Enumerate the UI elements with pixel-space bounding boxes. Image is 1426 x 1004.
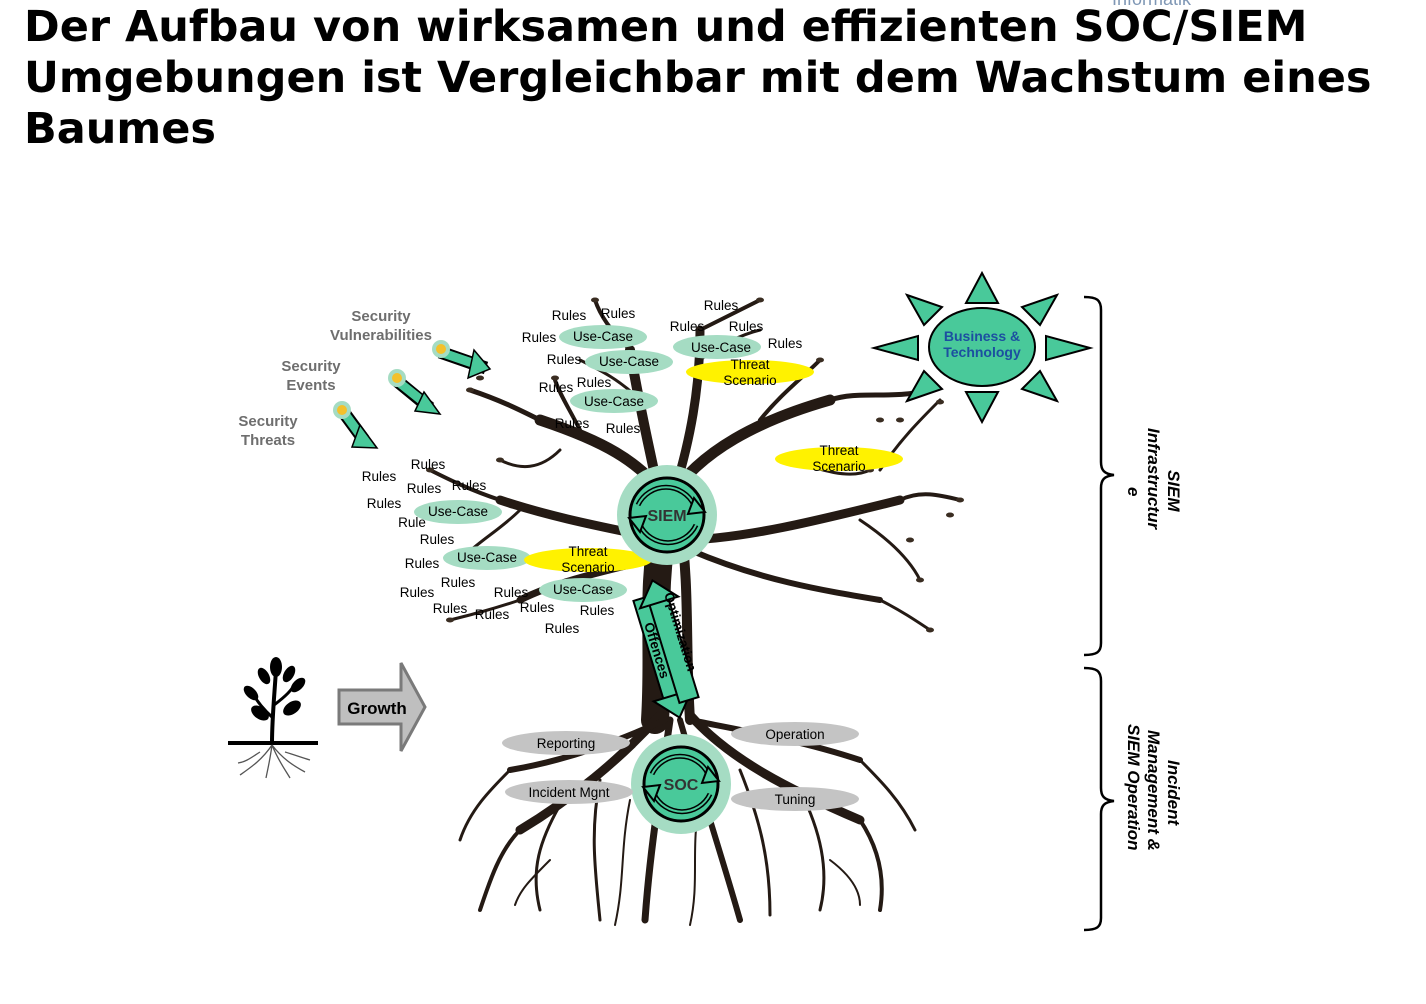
use-case-label: Use-Case — [691, 340, 751, 355]
rules-label: Rules — [441, 575, 476, 590]
rules-label: Rules — [522, 330, 557, 345]
input-label: Security — [351, 308, 411, 325]
soc-node: SOC — [631, 734, 731, 834]
threat-scenario-labels: Threat Scenario Threat Scenario Threat S… — [561, 357, 865, 575]
input-label: Threats — [241, 432, 295, 449]
rules-label: Rules — [411, 457, 446, 472]
sun-label: Business & — [944, 328, 1020, 344]
growth-arrow: Growth — [337, 662, 427, 752]
use-case-label: Use-Case — [599, 354, 659, 369]
rules-label: Rules — [729, 319, 764, 334]
use-case-label: Use-Case — [428, 504, 488, 519]
siem-node: SIEM — [617, 465, 717, 565]
rules-labels: Rules Rules Rules Rules Rules Rules Rule… — [362, 298, 803, 636]
threat-scenario-label: Threat — [730, 357, 769, 372]
rules-label: Rules — [420, 532, 455, 547]
input-arrows — [333, 340, 492, 449]
rules-label: Rules — [407, 481, 442, 496]
root-label: Operation — [765, 727, 824, 742]
rules-label: Rules — [577, 375, 612, 390]
use-case-label: Use-Case — [584, 394, 644, 409]
rules-label: Rules — [405, 556, 440, 571]
threat-scenario-label: Scenario — [723, 373, 776, 388]
bracket-label-siem: SIEM — [1164, 470, 1183, 512]
use-case-labels: Use-Case Use-Case Use-Case Use-Case Use-… — [428, 329, 751, 597]
growth-label: Growth — [347, 699, 407, 718]
rules-label: Rules — [433, 601, 468, 616]
soc-label: SOC — [664, 777, 699, 794]
bracket-label-incident: SIEM Operation — [1124, 724, 1143, 851]
root-label: Incident Mgnt — [528, 785, 609, 800]
rules-label: Rules — [520, 600, 555, 615]
bracket-label-incident: Incident — [1164, 760, 1183, 827]
rules-label: Rules — [580, 603, 615, 618]
rules-label: Rules — [452, 478, 487, 493]
input-label: Security — [238, 413, 298, 430]
siem-label: SIEM — [647, 508, 686, 525]
rules-label: Rules — [367, 496, 402, 511]
rules-label: Rules — [552, 308, 587, 323]
rules-label: Rules — [768, 336, 803, 351]
bracket-label-siem: Infrastructur — [1144, 428, 1163, 530]
rules-label: Rules — [547, 352, 582, 367]
threat-scenario-label: Threat — [568, 544, 607, 559]
rule-label: Rule — [398, 515, 426, 530]
use-case-label: Use-Case — [553, 582, 613, 597]
bracket-label-siem: e — [1124, 487, 1143, 496]
rules-label: Rules — [606, 421, 641, 436]
input-labels: Security Vulnerabilities Security Events… — [238, 308, 432, 449]
input-label: Security — [281, 358, 341, 375]
rules-label: Rules — [475, 607, 510, 622]
rules-label: Rules — [601, 306, 636, 321]
threat-scenario-label: Threat — [819, 443, 858, 458]
rules-label: Rules — [400, 585, 435, 600]
threat-scenario-label: Scenario — [812, 459, 865, 474]
right-brackets — [1083, 295, 1115, 932]
root-label: Reporting — [537, 736, 596, 751]
bracket-labels: SIEM Infrastructur e Incident Management… — [1124, 428, 1183, 851]
rules-label: Rules — [539, 380, 574, 395]
use-case-ovals — [414, 325, 761, 602]
root-labels: Reporting Operation Incident Mgnt Tuning — [528, 727, 824, 807]
use-case-label: Use-Case — [457, 550, 517, 565]
rules-label: Rules — [494, 585, 529, 600]
input-label: Events — [286, 377, 335, 394]
sun-label: Technology — [943, 344, 1021, 360]
rules-label: Rules — [545, 621, 580, 636]
rules-label: Rules — [704, 298, 739, 313]
rules-label: Rules — [362, 469, 397, 484]
sun-icon — [870, 270, 1094, 425]
sapling-icon — [228, 657, 318, 779]
page-title: Der Aufbau von wirksamen und effizienten… — [24, 2, 1372, 154]
rules-label: Rules — [670, 319, 705, 334]
input-label: Vulnerabilities — [330, 327, 432, 344]
root-label: Tuning — [775, 792, 816, 807]
threat-scenario-ovals — [524, 360, 903, 572]
header-fragment: Informatik — [1112, 0, 1191, 10]
threat-scenario-label: Scenario — [561, 560, 614, 575]
bracket-label-incident: Management & — [1144, 730, 1163, 851]
use-case-label: Use-Case — [573, 329, 633, 344]
process-bars: Offences Optimization — [632, 579, 700, 719]
root-ovals — [502, 722, 859, 811]
rules-label: Rules — [555, 416, 590, 431]
